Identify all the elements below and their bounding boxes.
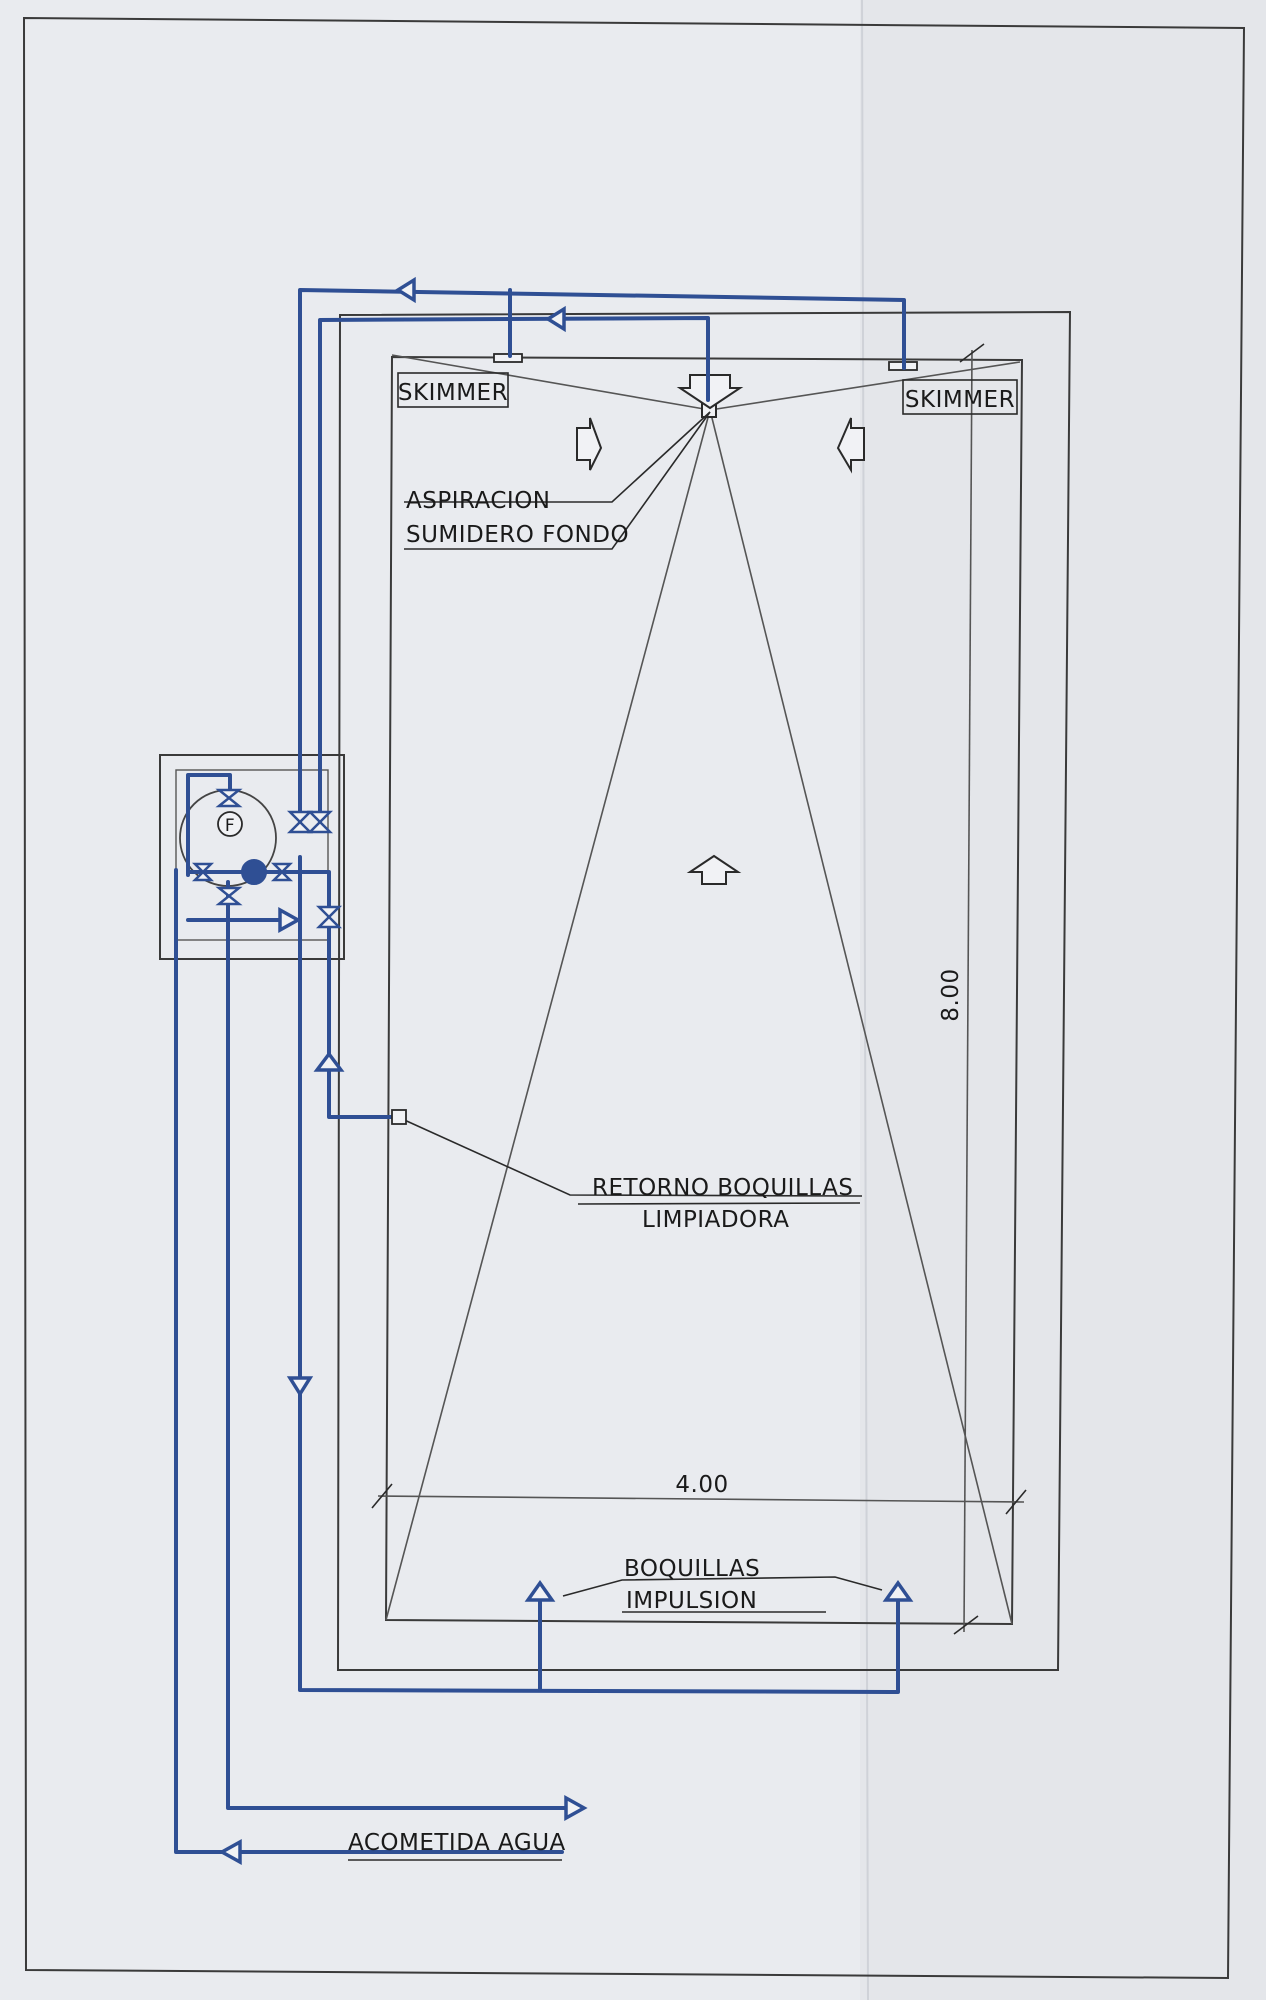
machine-room-outline xyxy=(159,754,345,960)
boquillas-label-line1: BOQUILLAS xyxy=(624,1556,760,1582)
cleaner-return-nozzle xyxy=(391,1109,407,1125)
dimension-guide-right xyxy=(963,349,973,1633)
length-dimension-label: 8.00 xyxy=(938,968,964,1021)
pipe-arrow-left-icon xyxy=(218,1839,242,1865)
pipe-arrow-left-icon xyxy=(394,276,416,304)
width-dimension-label: 4.00 xyxy=(675,1472,728,1498)
hydraulic-pipes xyxy=(174,288,906,1854)
skimmer-left-label-box xyxy=(397,372,509,408)
skimmer-left-label: SKIMMER xyxy=(398,380,508,406)
skimmer-right-label: SKIMMER xyxy=(905,387,1015,413)
skimmer-right-label-box xyxy=(902,379,1018,415)
retorno-label-line2: LIMPIADORA xyxy=(642,1207,789,1233)
dimension-guide-bottom xyxy=(377,1495,1025,1503)
pipe-arrow-up-icon xyxy=(524,1579,556,1602)
valve-icon xyxy=(215,886,243,906)
aspiracion-label-line2: SUMIDERO FONDO xyxy=(406,522,629,548)
pipe-arrow-up-icon xyxy=(882,1579,914,1602)
flow-arrow-right-icon xyxy=(576,417,603,471)
valves xyxy=(191,788,343,929)
retorno-label-line1: RETORNO BOQUILLAS xyxy=(592,1175,853,1201)
pipe-arrow-down-icon xyxy=(286,1376,314,1398)
dimension-ticks xyxy=(371,343,1027,1635)
pipe-arrow-up-icon xyxy=(313,1051,345,1072)
pool-floor-slope-lines xyxy=(385,354,1021,1625)
aspiracion-label-line1: ASPIRACION xyxy=(406,488,551,514)
label-leaders xyxy=(399,411,883,1613)
pipe-direction-arrows xyxy=(218,276,914,1865)
pipe-arrow-right-icon xyxy=(564,1795,588,1821)
pump-icon xyxy=(241,859,267,885)
valve-icon xyxy=(215,788,243,808)
flow-arrow-up-icon xyxy=(686,854,742,885)
flow-arrow-left-icon xyxy=(836,417,865,474)
valve-icon xyxy=(306,810,334,834)
machine-room-inner xyxy=(175,769,329,941)
pool-outer-border xyxy=(336,310,1072,1671)
acometida-label: ACOMETIDA AGUA xyxy=(348,1830,566,1856)
filter-icon xyxy=(217,811,243,837)
valve-icon xyxy=(315,905,343,929)
valve-icon xyxy=(191,862,215,882)
valve-icon xyxy=(286,810,314,834)
boquillas-label-line2: IMPULSION xyxy=(626,1588,757,1614)
pipe-arrow-left-icon xyxy=(544,305,566,333)
pipe-arrow-right-icon xyxy=(278,907,302,933)
filter-symbol-label: F xyxy=(225,816,235,836)
valve-icon xyxy=(270,862,294,882)
drawing-frame xyxy=(22,16,1246,1980)
